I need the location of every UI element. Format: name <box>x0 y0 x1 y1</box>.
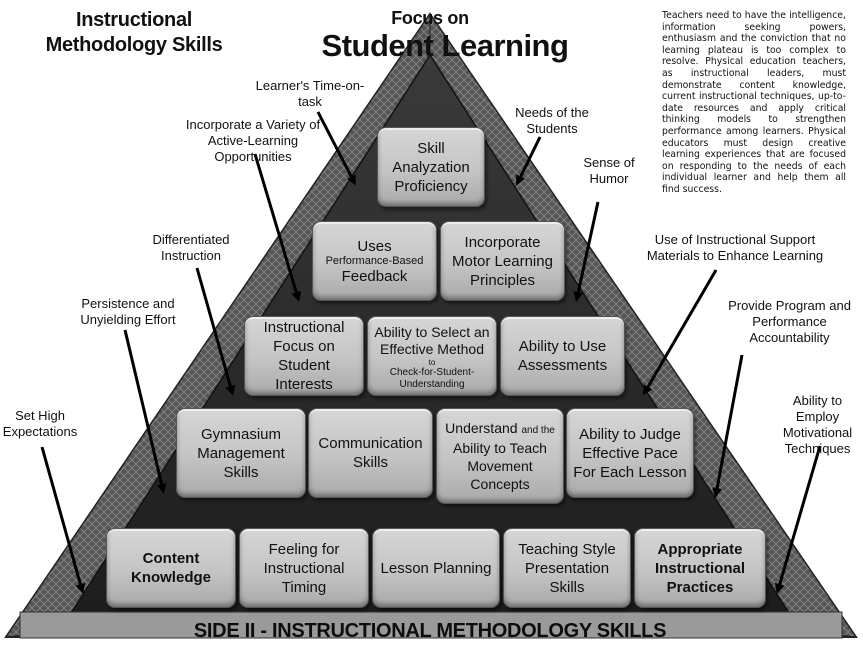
block-lesson-planning: Lesson Planning <box>372 528 500 608</box>
block-movement-concepts: Understand and the Ability to Teach Move… <box>436 408 564 504</box>
arrow-high-expectations <box>40 446 86 594</box>
arrow-active-learning <box>253 153 302 302</box>
block-text: and the <box>521 424 555 436</box>
block-effective-pace: Ability to Judge Effective Pace For Each… <box>566 408 694 498</box>
block-text: Uses <box>357 237 392 255</box>
block-text: Feedback <box>341 267 408 285</box>
block-appropriate-practices: Appropriate Instructional Practices <box>634 528 766 608</box>
label-active-learning: Incorporate a Variety of Active-Learning… <box>185 117 321 164</box>
block-student-interests: Instructional Focus on Student Interests <box>244 316 364 396</box>
block-gym-management: Gymnasium Management Skills <box>176 408 306 498</box>
block-skill-analyzation: Skill Analyzation Proficiency <box>377 127 485 207</box>
block-text: Understand and the <box>445 420 555 439</box>
label-support-materials: Use of Instructional Support Materials t… <box>646 232 824 263</box>
side-title: Instructional Methodology Skills <box>45 9 223 56</box>
focus-heading: Student Learning <box>321 28 569 63</box>
label-time-on-task: Learner's Time-on-task <box>255 78 365 109</box>
block-select-method: Ability to Select an Effective Method to… <box>367 316 497 396</box>
block-assessments: Ability to Use Assessments <box>500 316 625 396</box>
focus-label: Focus on <box>391 8 469 28</box>
arrow-differentiated <box>195 267 236 396</box>
label-accountability: Provide Program and Performance Accounta… <box>728 298 851 345</box>
arrow-needs-students <box>516 136 542 186</box>
arrow-time-on-task <box>316 111 356 186</box>
block-performance-feedback: Uses Performance-Based Feedback <box>312 221 437 301</box>
block-text: Ability to Teach Movement Concepts <box>453 439 547 492</box>
label-persistence: Persistence and Unyielding Effort <box>80 296 176 327</box>
label-high-expectations: Set High Expectations <box>2 408 78 439</box>
label-needs-students: Needs of the Students <box>515 105 589 136</box>
block-text: to <box>428 357 436 367</box>
block-content-knowledge: Content Knowledge <box>106 528 236 608</box>
block-motor-learning: Incorporate Motor Learning Principles <box>440 221 565 301</box>
footer-title: SIDE II - INSTRUCTIONAL METHODOLOGY SKIL… <box>193 620 667 642</box>
block-teaching-style: Teaching Style Presentation Skills <box>503 528 631 608</box>
label-differentiated: Differentiated Instruction <box>152 232 230 263</box>
pyramid-base <box>19 611 843 639</box>
label-sense-humor: Sense of Humor <box>583 155 635 186</box>
arrow-accountability <box>712 354 744 498</box>
label-motivational: Ability to Employ Motivational Technique… <box>782 393 853 456</box>
description-paragraph: Teachers need to have the intelligence, … <box>662 10 846 195</box>
arrow-support-materials <box>642 269 718 396</box>
block-text: Performance-Based <box>325 254 424 267</box>
arrow-motivational <box>774 445 822 594</box>
arrow-sense-humor <box>573 201 600 302</box>
block-text: Check-for-Student-Understanding <box>389 366 475 390</box>
block-text: Understand <box>445 419 518 436</box>
arrow-persistence <box>123 329 167 494</box>
block-text: Ability to Select an Effective Method <box>374 323 490 357</box>
block-communication: Communication Skills <box>308 408 433 498</box>
block-instructional-timing: Feeling for Instructional Timing <box>239 528 369 608</box>
